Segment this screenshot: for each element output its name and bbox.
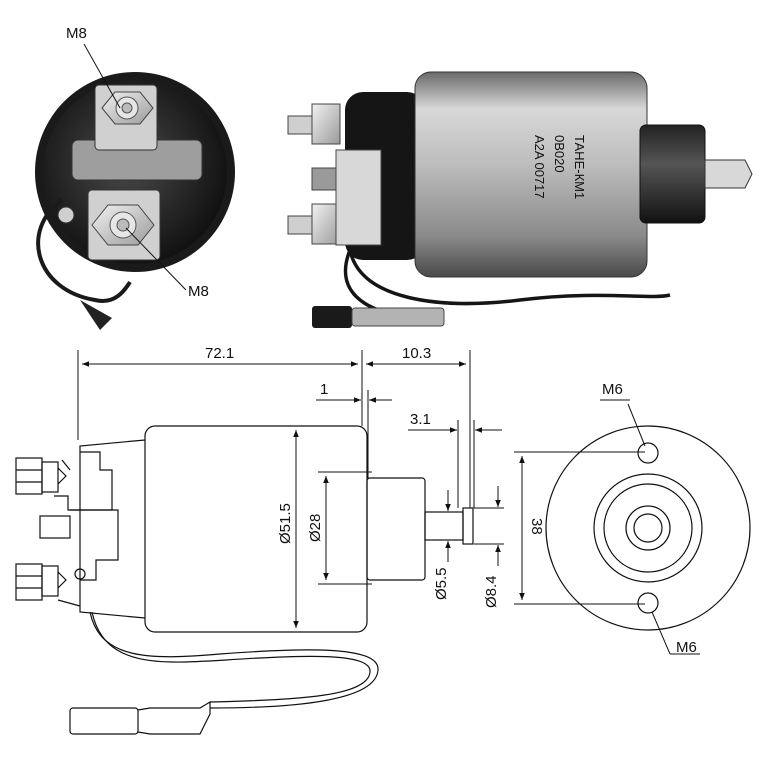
dim-body-diameter: Ø51.5 [277, 503, 294, 544]
shaft-outline [424, 511, 464, 541]
dim-shaft-diameter: Ø5.5 [433, 567, 450, 600]
housing-can [414, 71, 648, 278]
label-m8-top: M8 [66, 25, 87, 42]
dim-plunger-extension: 10.3 [402, 345, 431, 362]
body-outline [144, 425, 368, 633]
dim-overall-length: 72.1 [205, 345, 234, 362]
end-view-boss [593, 473, 703, 583]
label-m6-top: M6 [602, 381, 623, 398]
plunger-tip [704, 159, 753, 189]
dimensions [77, 350, 645, 628]
lead-wire [36, 198, 132, 303]
wire-connector [351, 307, 445, 327]
leader-m8-bottom [125, 227, 187, 291]
nose-outline [366, 477, 426, 581]
leader-m8-top [83, 43, 121, 109]
drawing-side-elevation [15, 425, 474, 735]
rear-cap-outline [79, 439, 146, 619]
dim-flange-gap: 1 [320, 381, 328, 398]
drawing-end-view [545, 399, 751, 655]
mount-hole-bottom [637, 592, 659, 614]
mount-hole-top [637, 442, 659, 464]
housing-mark-1: ТАНЕ-КМ1 [572, 135, 587, 199]
end-view-bore [625, 505, 671, 551]
housing-mark-2: 0B020 [552, 135, 567, 173]
dim-hole-spacing: 38 [528, 518, 545, 535]
housing-mark-3: A2A 00717 [532, 135, 547, 199]
label-m6-bottom: M6 [676, 639, 697, 656]
dim-nose-diameter: Ø28 [307, 514, 324, 542]
label-m8-bottom: M8 [188, 283, 209, 300]
connector-outline [69, 707, 139, 735]
tip-outline [462, 507, 474, 545]
dim-tip-length: 3.1 [410, 411, 431, 428]
dim-tip-diameter: Ø8.4 [483, 575, 500, 608]
photo-side-view: ТАНЕ-КМ1 0B020 A2A 00717 [287, 71, 753, 328]
photo-terminal-face: M8 M8 [35, 25, 235, 330]
front-nose [639, 124, 706, 224]
end-view-outer [545, 425, 751, 631]
